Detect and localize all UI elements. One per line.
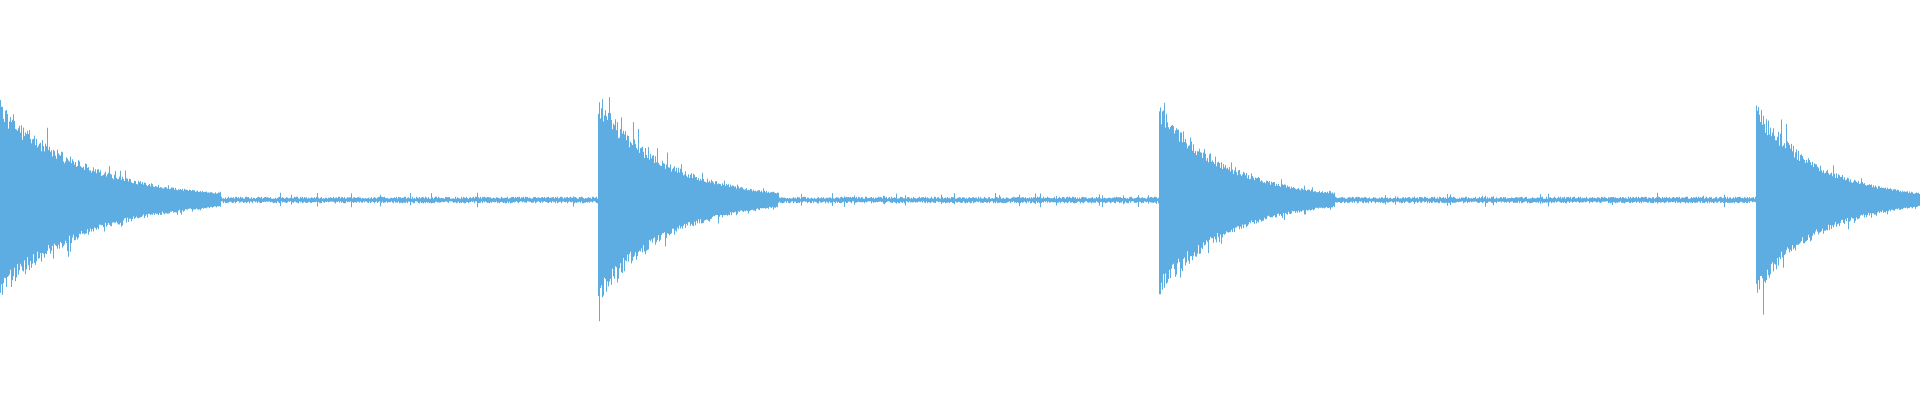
- audio-waveform: [0, 97, 1920, 322]
- waveform-panel: [0, 97, 1920, 322]
